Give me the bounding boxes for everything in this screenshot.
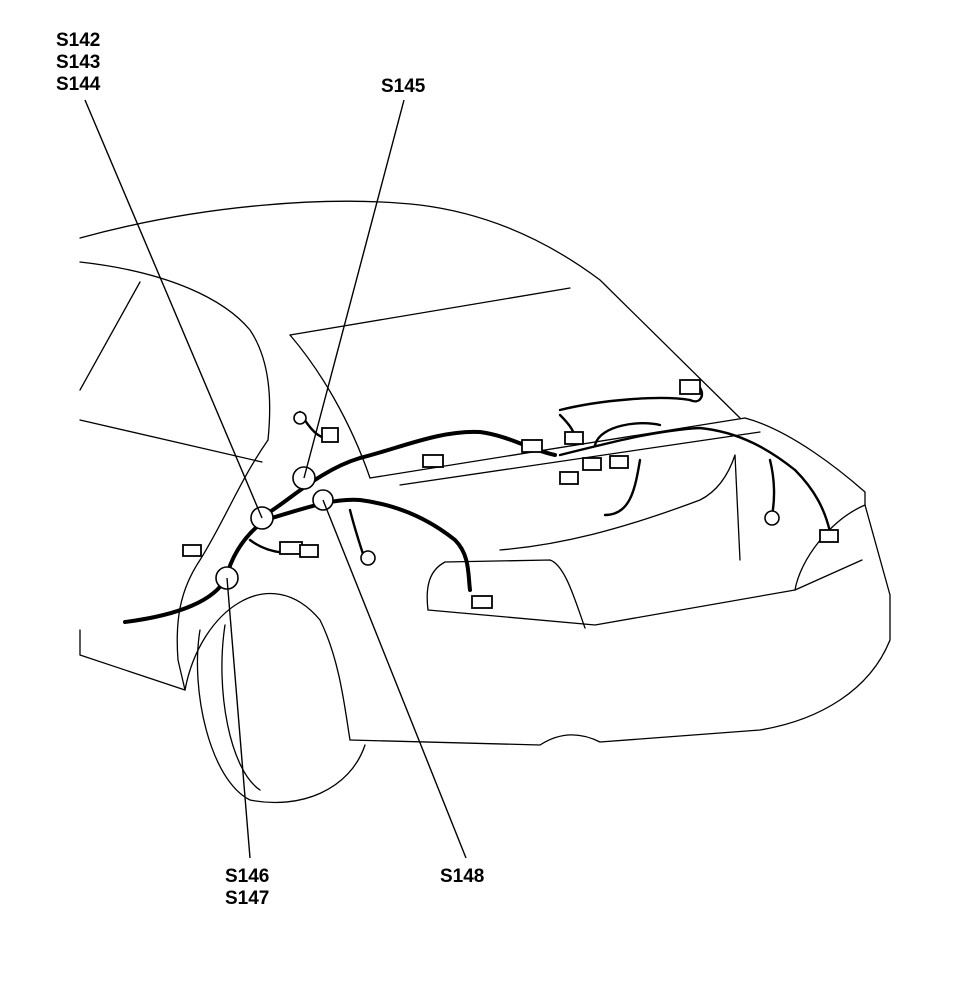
connector: [559, 471, 579, 485]
rear-bumper: [349, 504, 891, 746]
label-s142: S142: [56, 30, 101, 51]
connector: [564, 431, 584, 445]
connector: [299, 544, 319, 558]
label-s145: S145: [381, 76, 426, 97]
trunk-edge: [744, 417, 866, 591]
rear-glass-lower: [289, 287, 571, 336]
taillamp-left: [426, 559, 586, 629]
tire-inner: [221, 624, 261, 791]
trunk-wire-a: [558, 426, 832, 534]
side-window-line: [79, 419, 263, 463]
left-drop: [123, 518, 267, 624]
label-s147: S147: [225, 888, 270, 909]
rear-window-top: [79, 261, 271, 441]
trunk-lid-rear: [399, 431, 761, 486]
connector: [279, 541, 303, 555]
c-pillar: [79, 281, 141, 391]
label-s144: S144: [56, 74, 101, 95]
trunk-opening: [499, 454, 741, 561]
connector: [321, 427, 339, 443]
ground-eyelet: [293, 411, 307, 425]
connector: [582, 457, 602, 471]
splice-markers: [215, 466, 334, 590]
label-s148: S148: [440, 866, 485, 887]
wheel-arch: [184, 592, 351, 741]
ground-eyelet: [764, 510, 780, 526]
label-group-s142-s144: S142 S143 S144: [56, 30, 100, 96]
rocker: [79, 629, 186, 691]
car-body: [79, 200, 891, 804]
connector: [521, 439, 543, 453]
connector: [471, 595, 493, 609]
connector: [609, 455, 629, 469]
label-s146: S146: [225, 866, 270, 887]
roof-line: [79, 200, 741, 419]
tire-outer: [196, 629, 366, 804]
label-group-s146-s147: S146 S147: [225, 866, 269, 910]
leader-s142-s144: [84, 99, 263, 519]
leader-s145: [303, 99, 405, 479]
connectors: [182, 379, 839, 609]
leader-lines: [84, 99, 467, 859]
bumper-top: [427, 559, 863, 626]
leader-s148: [322, 499, 467, 859]
trunk-lid-front: [369, 417, 746, 479]
trunk-wire-f: [768, 458, 776, 517]
trunk-wire-d: [593, 422, 662, 447]
connector: [422, 454, 444, 468]
trunk-wire-e: [603, 458, 642, 517]
trunk-wire-b: [558, 386, 704, 412]
leader-s146-s147: [226, 577, 251, 859]
connector: [679, 379, 701, 395]
label-s143: S143: [56, 52, 101, 73]
connector: [182, 544, 202, 557]
main-harness-lower: [263, 497, 472, 592]
connector: [819, 529, 839, 543]
quarter-panel: [176, 439, 269, 691]
ground-eyelet: [360, 550, 376, 566]
